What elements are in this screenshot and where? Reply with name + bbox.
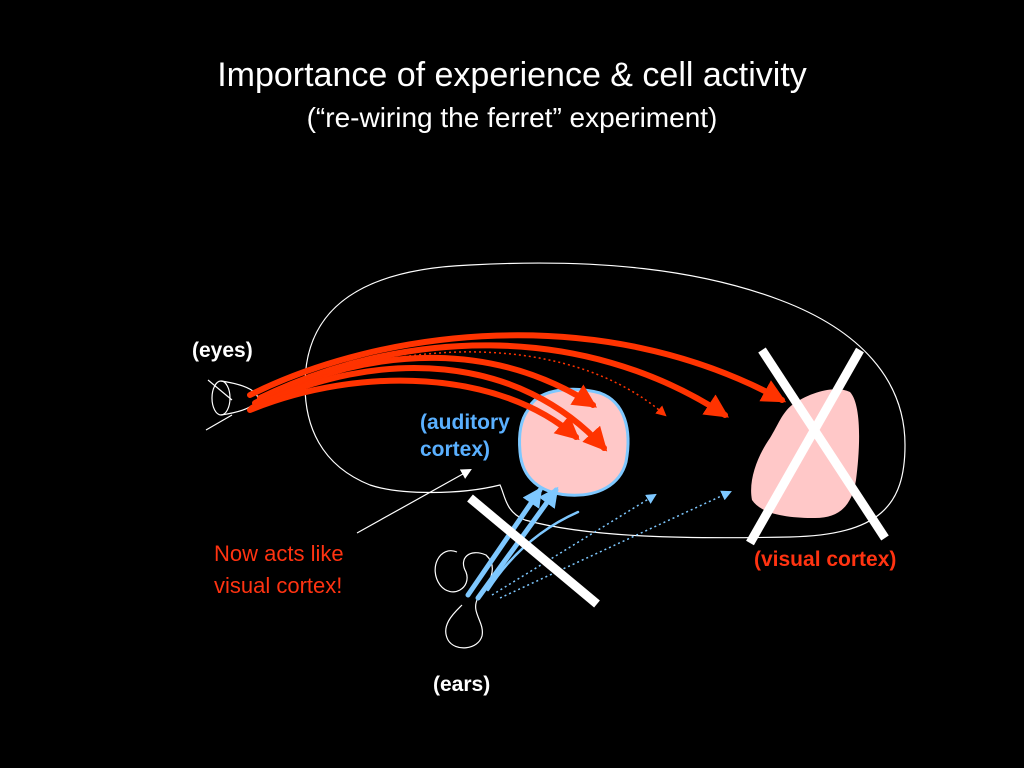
auditory-pathway-dotted [491, 490, 732, 599]
note-line2: visual cortex! [214, 573, 343, 598]
cross-visual-cortex [746, 347, 889, 546]
note-pointer-arrow [356, 468, 472, 534]
cross-ear-to-visual-cortex [467, 494, 600, 608]
ear-icon [434, 550, 493, 649]
label-auditory-line2: cortex) [420, 438, 491, 461]
label-eyes: (eyes) [192, 339, 253, 362]
note-line1: Now acts like [214, 541, 344, 566]
label-visual-cortex: (visual cortex) [754, 548, 897, 571]
eye-icon [205, 379, 259, 431]
label-auditory-line1: (auditory [420, 411, 510, 434]
auditory-pathway-arrows [465, 486, 580, 601]
note-text: Now acts like visual cortex! [214, 538, 344, 602]
visual-pathway-arrows [247, 332, 787, 452]
slide-title: Importance of experience & cell activity [217, 56, 807, 94]
label-auditory-cortex: (auditory cortex) [420, 409, 510, 463]
auditory-cortex-shape [518, 387, 630, 497]
label-ears: (ears) [433, 673, 491, 696]
slide-subtitle: (“re-wiring the ferret” experiment) [306, 102, 718, 133]
